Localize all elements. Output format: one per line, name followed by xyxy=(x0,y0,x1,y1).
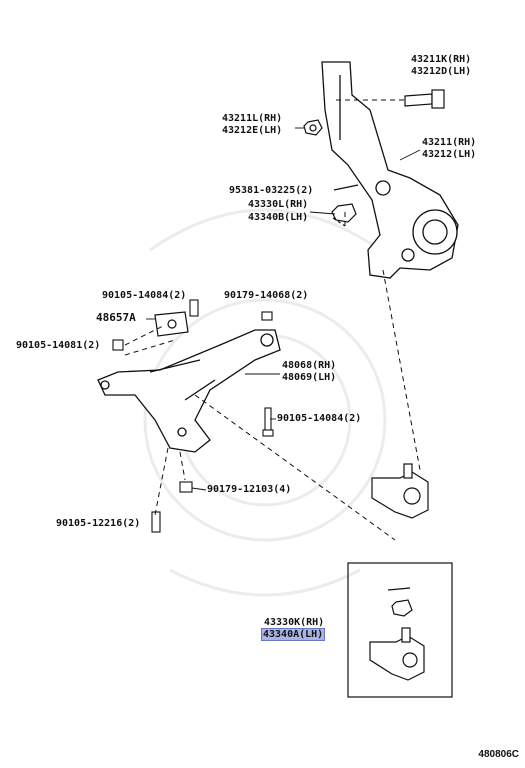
part-48068[interactable]: 48068(RH) xyxy=(282,360,337,371)
part-43330l[interactable]: 43330L(RH) xyxy=(248,199,309,210)
part-43330k[interactable]: 43330K(RH) xyxy=(264,617,325,628)
part-43211k[interactable]: 43211K(RH) xyxy=(411,54,472,65)
part-43212[interactable]: 43212(LH) xyxy=(422,149,477,160)
part-43211[interactable]: 43211(RH) xyxy=(422,137,477,148)
part-43212d[interactable]: 43212D(LH) xyxy=(411,66,472,77)
ball-joint-drawing xyxy=(371,463,429,519)
leader-lines xyxy=(146,127,421,491)
steering-knuckle-drawing xyxy=(321,61,459,279)
part-43212e[interactable]: 43212E(LH) xyxy=(222,125,283,136)
part-90179-14068[interactable]: 90179-14068(2) xyxy=(224,290,309,301)
part-90105-14084-mid[interactable]: 90105-14084(2) xyxy=(277,413,362,424)
part-43211l[interactable]: 43211L(RH) xyxy=(222,113,283,124)
assembly-lines xyxy=(124,99,421,541)
knuckle-bolt-drawing xyxy=(404,89,445,109)
knuckle-nut-drawing xyxy=(303,119,323,136)
arm-bushing-drawing xyxy=(154,311,189,337)
cotter-pin-and-nut-upper xyxy=(331,184,359,227)
part-90179-12103[interactable]: 90179-12103(4) xyxy=(207,484,292,495)
part-43340a-highlighted[interactable]: 43340A(LH) xyxy=(261,628,326,641)
diagram-code: 480806C xyxy=(478,749,519,760)
part-95381-03225[interactable]: 95381-03225(2) xyxy=(229,185,314,196)
part-90105-14084-top[interactable]: 90105-14084(2) xyxy=(102,290,187,301)
part-43340b[interactable]: 43340B(LH) xyxy=(248,212,309,223)
part-90105-14081[interactable]: 90105-14081(2) xyxy=(16,340,101,351)
ball-joint-inset-drawing xyxy=(347,562,453,698)
part-48069[interactable]: 48069(LH) xyxy=(282,372,337,383)
part-90105-12216[interactable]: 90105-12216(2) xyxy=(56,518,141,529)
part-48657a[interactable]: 48657A xyxy=(96,311,136,324)
lower-arm-drawing xyxy=(97,329,281,453)
